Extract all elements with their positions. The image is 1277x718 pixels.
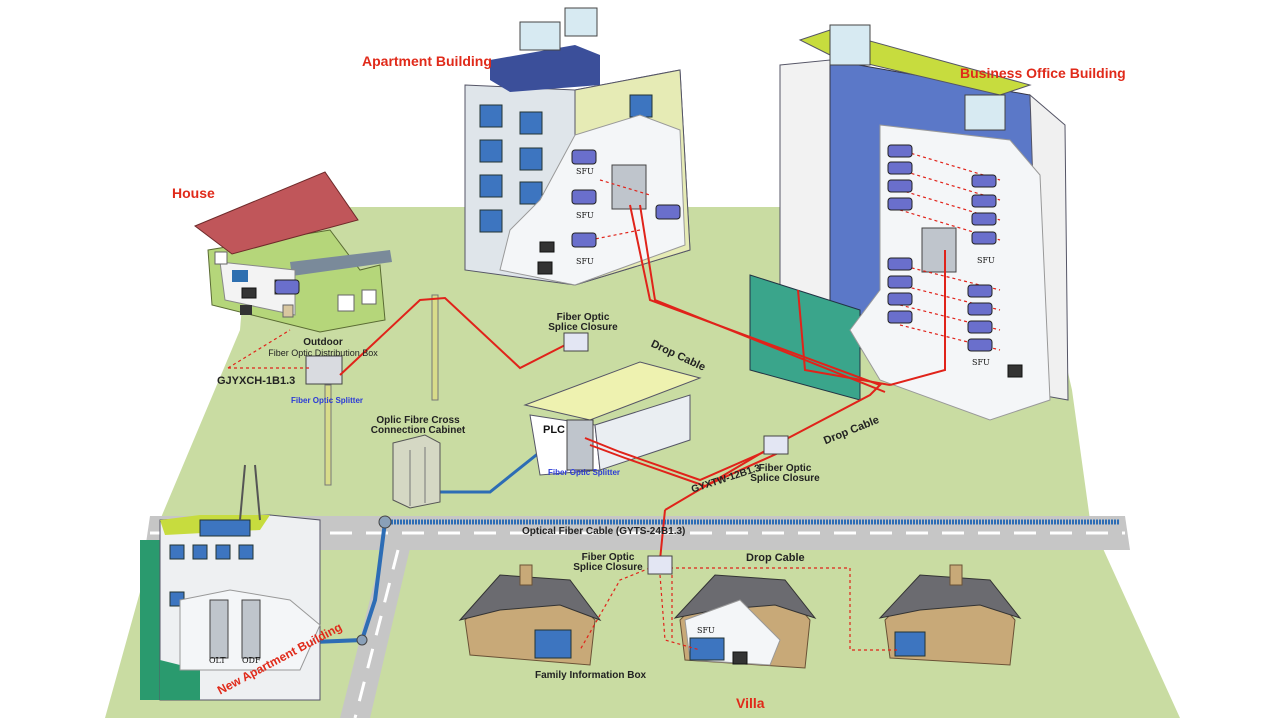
outdoor-distribution-box: [305, 355, 343, 385]
closure-low-label: Fiber Optic Splice Closure: [570, 553, 646, 573]
sfu-label-5: SFU: [972, 358, 990, 367]
side-road: [340, 540, 412, 718]
closure-top-line1: Fiber Optic: [556, 312, 610, 323]
splice-closure-low: [647, 555, 673, 575]
connection-cabinet: [392, 434, 441, 509]
sfu-devices: [274, 144, 997, 352]
closure-mid-line1: Fiber Optic: [758, 463, 812, 474]
road-junction: [378, 515, 392, 529]
splice-closure-mid: [763, 435, 789, 455]
villa-title: Villa: [736, 695, 765, 711]
drop-cable-label-3: Drop Cable: [746, 552, 805, 564]
gjyxch-cable-label: GJYXCH-1B1.3: [217, 375, 296, 387]
house-title: House: [172, 185, 215, 201]
cabinet-to-plc-cable: [435, 450, 541, 494]
outdoor-box-label-line2: Fiber Optic Distribution Box: [268, 348, 378, 358]
cabinet-label-line1: Oplic Fibre Cross: [376, 415, 460, 426]
building-junction: [356, 634, 368, 646]
closure-mid-label: Fiber Optic Splice Closure: [747, 464, 823, 484]
apartment-building-title: Apartment Building: [362, 53, 492, 69]
plc-label: PLC: [543, 424, 565, 436]
villa-3: [878, 564, 1022, 666]
pole-2: [324, 384, 332, 486]
closure-top-label: Fiber Optic Splice Closure: [545, 313, 621, 333]
odf-label: ODF: [242, 656, 261, 665]
olt-label: OLT: [209, 656, 226, 665]
sfu-label-1: SFU: [576, 167, 594, 176]
closure-top-line2: Splice Closure: [548, 322, 618, 333]
villa-1: [458, 564, 602, 666]
sfu-label-4: SFU: [977, 256, 995, 265]
plc-splitter-label: Fiber Optic Splitter: [548, 468, 621, 477]
sfu-label-3: SFU: [576, 257, 594, 266]
side-road-centerline: [353, 549, 400, 718]
business-office-building-title: Business Office Building: [960, 65, 1126, 81]
outdoor-box-label: Outdoor Fiber Optic Distribution Box: [268, 337, 378, 359]
closure-low-line2: Splice Closure: [573, 562, 643, 573]
sfu-label-6: SFU: [697, 626, 715, 635]
pole-1: [431, 294, 439, 401]
red-fiber-routes: [339, 204, 946, 561]
sfu-label-2: SFU: [576, 211, 594, 220]
new-apartment-building: [140, 464, 321, 701]
closure-low-line1: Fiber Optic: [581, 552, 635, 563]
family-box-label: Family Information Box: [535, 670, 647, 681]
splice-closure-top: [563, 332, 589, 352]
cabinet-label-line2: Connection Cabinet: [370, 425, 466, 436]
business-office-building: [749, 24, 1069, 421]
outdoor-box-label-line1: Outdoor: [303, 337, 343, 348]
villa-2: [673, 574, 817, 669]
optical-cable-label: Optical Fiber Cable (GYTS-24B1.3): [522, 526, 686, 537]
computer-icons: [241, 241, 1023, 665]
closure-mid-line2: Splice Closure: [750, 473, 820, 484]
cabinet-label: Oplic Fibre Cross Connection Cabinet: [362, 416, 474, 436]
splitter-label: Fiber Optic Splitter: [291, 396, 364, 405]
